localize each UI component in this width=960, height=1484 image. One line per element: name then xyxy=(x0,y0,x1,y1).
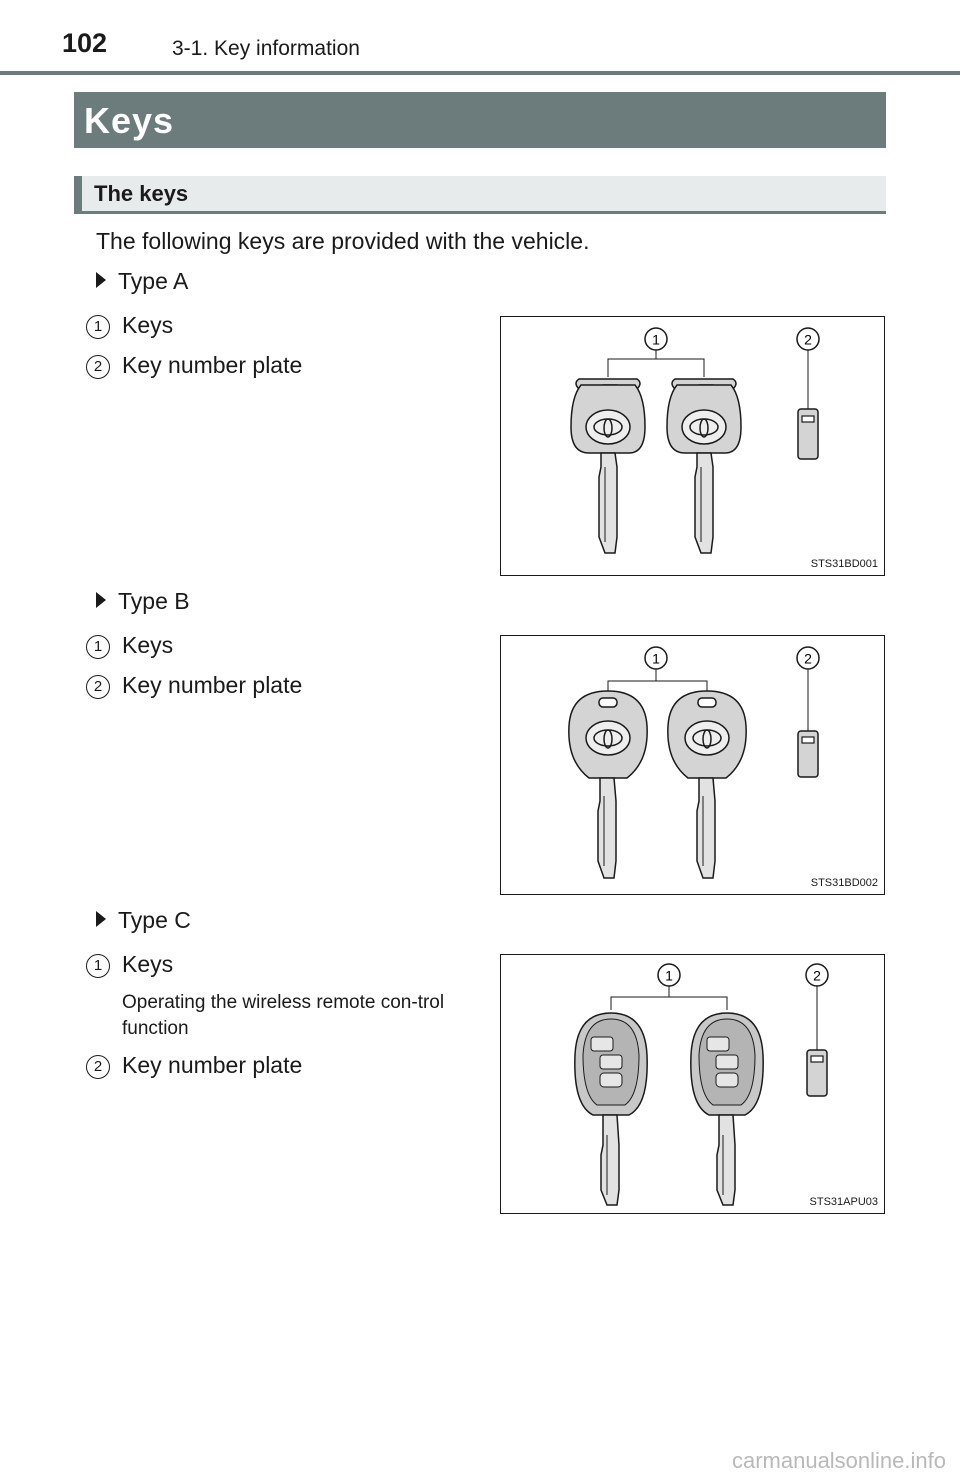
key-icon xyxy=(666,378,742,554)
callout-1: 1 xyxy=(652,332,660,348)
section-label: 3-1. Key information xyxy=(172,37,360,60)
type-c-keys-illustration: 1 2 xyxy=(574,963,829,1206)
watermark: carmanualsonline.info xyxy=(731,1448,946,1473)
type-c-heading: Type C xyxy=(96,907,191,934)
type-c-label: Type C xyxy=(118,907,191,933)
type-a-keys-illustration: 1 2 xyxy=(570,327,820,554)
page-title: Keys xyxy=(84,100,175,141)
intro-text: The following keys are provided with the… xyxy=(96,228,590,254)
triangle-bullet-icon xyxy=(96,911,106,927)
figure-code: STS31BD002 xyxy=(810,877,878,889)
subtitle-bar: The keys xyxy=(74,176,886,214)
item-label-keys: Keys xyxy=(122,951,174,977)
type-b-heading: Type B xyxy=(96,588,190,615)
remote-key-icon xyxy=(574,1012,648,1206)
type-a-label: Type A xyxy=(118,268,189,294)
key-icon xyxy=(667,690,747,879)
item-number: 1 xyxy=(86,315,110,339)
item-note: Operating the wireless remote con-trol f… xyxy=(122,992,445,1039)
type-b-label: Type B xyxy=(118,588,190,614)
key-number-plate-icon xyxy=(806,1049,828,1097)
key-number-plate-icon xyxy=(797,408,819,460)
type-b-keys-illustration: 1 2 xyxy=(568,646,820,879)
item-label-key-number-plate: Key number plate xyxy=(122,672,303,698)
item-label-keys: Keys xyxy=(122,632,174,658)
callout-1: 1 xyxy=(665,968,673,984)
triangle-bullet-icon xyxy=(96,272,106,288)
callout-2: 2 xyxy=(804,332,812,348)
figure-type-b: 1 2 STS31BD002 xyxy=(500,635,885,895)
callout-1: 1 xyxy=(652,651,660,667)
figure-code: STS31APU03 xyxy=(809,1196,878,1208)
item-number: 2 xyxy=(86,1055,110,1079)
header-rule xyxy=(0,71,960,75)
callout-2: 2 xyxy=(813,968,821,984)
callout-2: 2 xyxy=(804,651,812,667)
figure-code: STS31BD001 xyxy=(810,558,878,570)
item-number: 2 xyxy=(86,355,110,379)
triangle-bullet-icon xyxy=(96,592,106,608)
item-number: 1 xyxy=(86,954,110,978)
section-subtitle: The keys xyxy=(94,181,189,206)
item-label-key-number-plate: Key number plate xyxy=(122,352,303,378)
item-label-keys: Keys xyxy=(122,312,174,338)
item-label-key-number-plate: Key number plate xyxy=(122,1052,303,1078)
type-a-heading: Type A xyxy=(96,268,188,295)
page-number: 102 xyxy=(62,28,108,58)
key-number-plate-icon xyxy=(797,730,819,778)
figure-type-a: 1 2 STS31BD001 xyxy=(500,316,885,576)
item-number: 1 xyxy=(86,635,110,659)
figure-type-c: 1 2 STS31APU03 xyxy=(500,954,885,1214)
key-icon xyxy=(570,378,646,554)
remote-key-icon xyxy=(690,1012,764,1206)
item-number: 2 xyxy=(86,675,110,699)
key-icon xyxy=(568,690,648,879)
title-bar: Keys xyxy=(74,92,886,148)
